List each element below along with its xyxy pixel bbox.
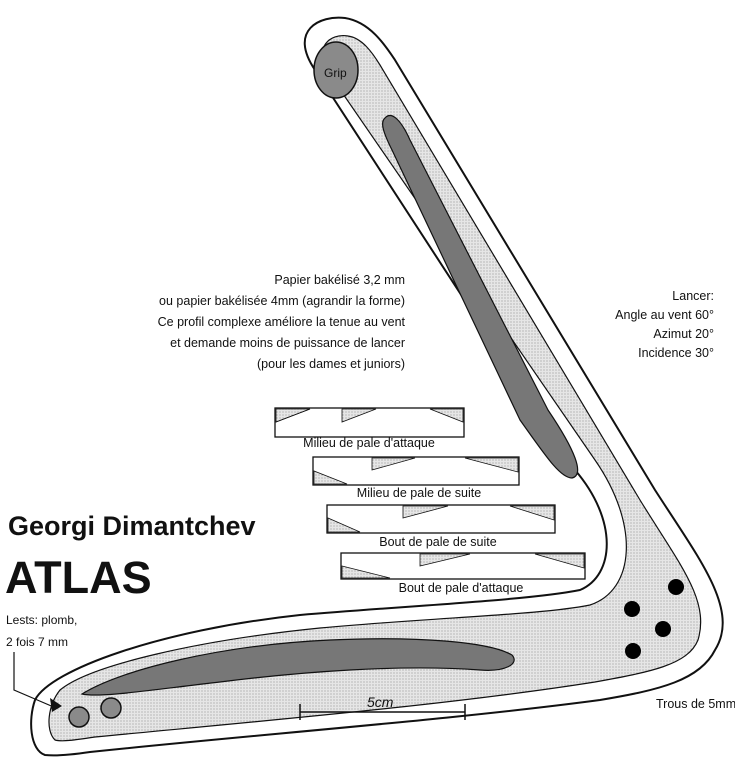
profile-section: Bout de pale d'attaque xyxy=(340,552,586,595)
hole xyxy=(625,643,641,659)
author-name: Georgi Dimantchev xyxy=(8,511,256,541)
note-line: Papier bakélisé 3,2 mm xyxy=(274,273,405,287)
profile-section: Bout de pale de suite xyxy=(326,504,556,549)
launch-notes: Lancer: Angle au vent 60° Azimut 20° Inc… xyxy=(615,289,714,360)
hole xyxy=(668,579,684,595)
model-name: ATLAS xyxy=(5,552,152,603)
boomerang-inner-band xyxy=(48,35,702,742)
weights-arrow xyxy=(13,652,57,709)
profile-label: Bout de pale de suite xyxy=(379,535,496,549)
profile-label: Milieu de pale d'attaque xyxy=(303,436,435,450)
hole xyxy=(655,621,671,637)
profile-section: Milieu de pale de suite xyxy=(312,456,520,500)
profile-label: Bout de pale d'attaque xyxy=(399,581,524,595)
arrow-head-icon xyxy=(50,698,62,712)
lower-ridge xyxy=(80,638,515,696)
note-line: ou papier bakélisée 4mm (agrandir la for… xyxy=(159,294,405,308)
note-line: Ce profil complexe améliore la tenue au … xyxy=(158,315,406,329)
launch-title: Lancer: xyxy=(672,289,714,303)
launch-azimuth: Azimut 20° xyxy=(653,327,714,341)
profile-section: Milieu de pale d'attaque xyxy=(274,407,465,450)
holes-note: Trous de 5mm xyxy=(656,697,735,711)
note-line: (pour les dames et juniors) xyxy=(257,357,405,371)
lead-weight xyxy=(68,706,90,728)
material-notes: Papier bakélisé 3,2 mm ou papier bakélis… xyxy=(158,273,406,371)
lead-weight xyxy=(100,697,122,719)
launch-angle: Angle au vent 60° xyxy=(615,308,714,322)
weights-note-line: 2 fois 7 mm xyxy=(6,635,68,649)
note-line: et demande moins de puissance de lancer xyxy=(170,336,405,350)
scale-label: 5cm xyxy=(367,694,394,710)
scale-bar: 5cm xyxy=(299,694,466,720)
upper-ridge xyxy=(382,114,579,479)
launch-incidence: Incidence 30° xyxy=(638,346,714,360)
grip-label: Grip xyxy=(324,66,347,80)
grip-area xyxy=(313,41,359,99)
profile-label: Milieu de pale de suite xyxy=(357,486,481,500)
hole xyxy=(624,601,640,617)
weights-note-line: Lests: plomb, xyxy=(6,613,77,627)
